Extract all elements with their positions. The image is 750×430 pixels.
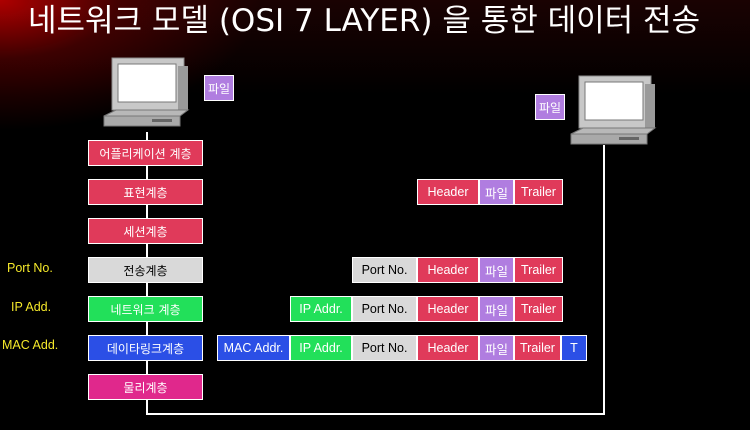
segment-trailer: Trailer <box>514 179 563 205</box>
computer-icon-right <box>570 75 657 145</box>
segment-file-label: 파일 <box>484 264 508 279</box>
file-tag-left: 파일 <box>204 75 234 101</box>
segment-file: 파일 <box>479 296 514 322</box>
segment-ip-label: IP Addr. <box>299 341 343 355</box>
side-label-port: Port No. <box>7 261 53 275</box>
side-label-ip: IP Add. <box>11 300 52 314</box>
wire-bottom <box>146 413 605 415</box>
segment-file-label: 파일 <box>484 342 508 357</box>
segment-port-label: Port No. <box>361 341 408 355</box>
layer-presentation: 표현계층 <box>88 179 203 205</box>
layer-application: 어플리케이션 계층 <box>88 140 203 166</box>
segment-mac-label: MAC Addr. <box>223 341 284 355</box>
file-tag-right-label: 파일 <box>538 100 562 115</box>
segment-file: 파일 <box>479 257 514 283</box>
segment-t: T <box>561 335 587 361</box>
segment-port-label: Port No. <box>361 302 408 316</box>
layer-physical: 물리계층 <box>88 374 203 400</box>
segment-trailer-label: Trailer <box>521 263 556 277</box>
layer-network: 네트워크 계층 <box>88 296 203 322</box>
segment-trailer: Trailer <box>514 257 563 283</box>
segment-file-label: 파일 <box>484 186 508 201</box>
segment-trailer-label: Trailer <box>521 185 556 199</box>
segment-header: Header <box>417 296 479 322</box>
segment-header: Header <box>417 179 479 205</box>
segment-trailer: Trailer <box>514 335 561 361</box>
wire-right-vertical <box>603 145 605 415</box>
segment-ip: IP Addr. <box>290 296 352 322</box>
segment-header-label: Header <box>427 263 469 277</box>
segment-header-label: Header <box>427 341 469 355</box>
segment-port: Port No. <box>352 296 417 322</box>
segment-trailer: Trailer <box>514 296 563 322</box>
segment-file: 파일 <box>479 179 514 205</box>
layer-datalink: 데이타링크계층 <box>88 335 203 361</box>
file-tag-left-label: 파일 <box>207 81 231 96</box>
segment-header-label: Header <box>427 302 469 316</box>
computer-icon-left <box>103 57 190 127</box>
segment-trailer-label: Trailer <box>521 302 556 316</box>
layer-transport-label: 전송계층 <box>123 263 168 278</box>
segment-mac: MAC Addr. <box>217 335 290 361</box>
layer-application-label: 어플리케이션 계층 <box>99 146 192 161</box>
segment-t-label: T <box>570 341 578 355</box>
segment-header-label: Header <box>427 185 469 199</box>
layer-transport: 전송계층 <box>88 257 203 283</box>
segment-trailer-label: Trailer <box>520 341 555 355</box>
segment-ip-label: IP Addr. <box>299 302 343 316</box>
segment-file-label: 파일 <box>484 303 508 318</box>
segment-port: Port No. <box>352 257 417 283</box>
segment-header: Header <box>417 335 479 361</box>
file-tag-right: 파일 <box>535 94 565 120</box>
page-title: 네트워크 모델 (OSI 7 LAYER) 을 통한 데이터 전송 <box>28 3 701 39</box>
segment-header: Header <box>417 257 479 283</box>
layer-network-label: 네트워크 계층 <box>110 302 181 317</box>
segment-port: Port No. <box>352 335 417 361</box>
segment-port-label: Port No. <box>361 263 408 277</box>
layer-presentation-label: 표현계층 <box>123 185 168 200</box>
side-label-mac: MAC Add. <box>2 338 59 352</box>
segment-file: 파일 <box>479 335 514 361</box>
layer-session: 세션계층 <box>88 218 203 244</box>
layer-session-label: 세션계층 <box>123 224 168 239</box>
segment-ip: IP Addr. <box>290 335 352 361</box>
layer-datalink-label: 데이타링크계층 <box>106 341 185 356</box>
layer-physical-label: 물리계층 <box>123 380 168 395</box>
